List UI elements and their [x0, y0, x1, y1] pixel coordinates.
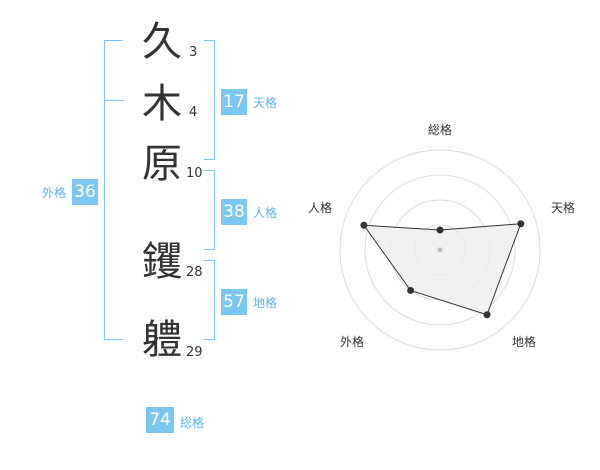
- gaikaku-value-badge: 36: [72, 179, 98, 205]
- radar-point-2: [517, 220, 525, 228]
- radar-center-dot: [437, 247, 443, 253]
- radar-ring: [339, 149, 541, 351]
- chikaku-label: 地格: [253, 296, 278, 310]
- tenkaku-label: 天格: [253, 96, 278, 110]
- name-char-1: 久: [142, 19, 182, 65]
- soukaku-value-badge: 74: [146, 407, 174, 433]
- name-char-4: 钁: [142, 239, 182, 285]
- chikaku-bracket: [204, 260, 215, 340]
- stroke-count-1: 3: [189, 45, 198, 60]
- jinkaku-label: 人格: [253, 206, 278, 220]
- radar-point-1: [436, 226, 444, 234]
- radar-axis-label-chikaku: 地格: [512, 334, 536, 349]
- radar-point-3: [483, 311, 491, 319]
- gaikaku-bracket: [104, 40, 123, 340]
- radar-area: [362, 223, 522, 316]
- gaikaku-inner-tick: [104, 100, 124, 101]
- radar-axis-label-jinkaku: 人格: [308, 200, 332, 215]
- soukaku-label: 総格: [180, 416, 205, 430]
- radar-axis-label-gaikaku: 外格: [340, 334, 364, 349]
- tenkaku-bracket: [204, 40, 215, 160]
- jinkaku-value-badge: 38: [221, 199, 247, 225]
- name-char-5: 軆: [142, 317, 182, 363]
- radar-point-4: [407, 286, 415, 294]
- radar-point-5: [360, 221, 368, 229]
- radar-points: [360, 220, 525, 319]
- name-char-2: 木: [142, 81, 182, 127]
- stroke-count-4: 28: [186, 265, 203, 280]
- gaikaku-label: 外格: [42, 186, 67, 200]
- tenkaku-value-badge: 17: [221, 89, 247, 115]
- radar-ring: [364, 174, 516, 326]
- stroke-count-3: 10: [186, 166, 203, 181]
- chikaku-value-badge: 57: [221, 289, 247, 315]
- stroke-count-2: 4: [189, 105, 198, 120]
- radar-axis-label-tenkaku: 天格: [551, 200, 575, 215]
- jinkaku-bracket: [204, 170, 215, 250]
- name-char-3: 原: [142, 141, 182, 187]
- stroke-count-5: 29: [186, 345, 203, 360]
- radar-axis-label-soukaku: 総格: [428, 122, 452, 137]
